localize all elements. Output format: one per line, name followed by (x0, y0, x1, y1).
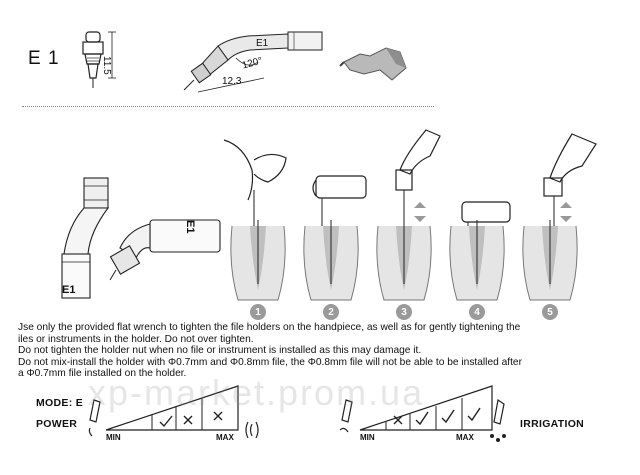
tip-mark: E1 (256, 38, 269, 49)
instruction-line: a Φ0.7mm file installed on the holder. (18, 368, 187, 380)
step-3-handpiece (395, 129, 441, 230)
check-icon (467, 407, 481, 422)
tip-angled-drawing (109, 219, 221, 281)
cross-icon (213, 411, 223, 421)
teeth-row (230, 220, 578, 301)
left-tip-label: E1 (62, 284, 76, 296)
instruction-line: iles or instruments in the holder. Do no… (18, 333, 254, 345)
instructions-text: Jse only the provided flat wrench to tig… (18, 322, 638, 380)
step-number-4: 4 (469, 304, 485, 320)
tip-front-drawing (61, 177, 110, 299)
step-number-5: 5 (542, 304, 558, 320)
power-label: POWER (36, 418, 78, 430)
water-drop-icon (490, 398, 506, 442)
height-dimension: 11.5 (101, 56, 112, 75)
right-tip-label: E1 (184, 220, 196, 234)
tooth-drawing (522, 220, 578, 301)
check-icon (159, 415, 173, 428)
angled-tip-drawing (183, 31, 323, 93)
cross-icon (183, 415, 193, 425)
step-number-3: 3 (396, 304, 412, 320)
step-number-1: 1 (250, 304, 266, 320)
irrigation-max-label: MAX (456, 433, 474, 442)
power-scale (105, 385, 239, 431)
model-label: E 1 (28, 48, 60, 69)
tooth-drawing (449, 220, 505, 301)
irrigation-scale (359, 385, 493, 431)
step-1-hand (223, 139, 287, 228)
step-5-updown-arrow (560, 202, 572, 222)
check-icon (415, 411, 429, 426)
length-dimension: 12.3 (222, 76, 242, 87)
handpiece-icon (88, 399, 101, 437)
watermark: xp-market.prom.ua (88, 372, 425, 413)
step-5-handpiece (543, 133, 597, 232)
tip-side-drawing (82, 31, 116, 88)
tooth-drawing (303, 220, 359, 301)
irrigation-min-label: MIN (360, 433, 375, 442)
section-divider (22, 106, 434, 107)
instruction-line: Jse only the provided flat wrench to tig… (18, 322, 521, 333)
check-icon (441, 409, 455, 424)
step-2-handpiece (312, 175, 367, 230)
handpiece-icon (339, 399, 353, 433)
tooth-drawing (376, 220, 432, 301)
power-min-label: MIN (106, 433, 121, 442)
instruction-line: Do not tighten the holder nut when no fi… (18, 345, 422, 357)
vibration-icon (245, 421, 259, 439)
irrigation-label: IRRIGATION (520, 418, 585, 430)
tip-photo (339, 47, 407, 81)
power-max-label: MAX (216, 433, 234, 442)
tooth-drawing (230, 220, 286, 301)
step-3-updown-arrow (414, 202, 426, 222)
instruction-line: Do not mix-install the holder with Φ0.7m… (18, 356, 522, 368)
step-number-2: 2 (323, 304, 339, 320)
mode-label: MODE: E (36, 397, 84, 409)
cross-icon (393, 415, 403, 425)
